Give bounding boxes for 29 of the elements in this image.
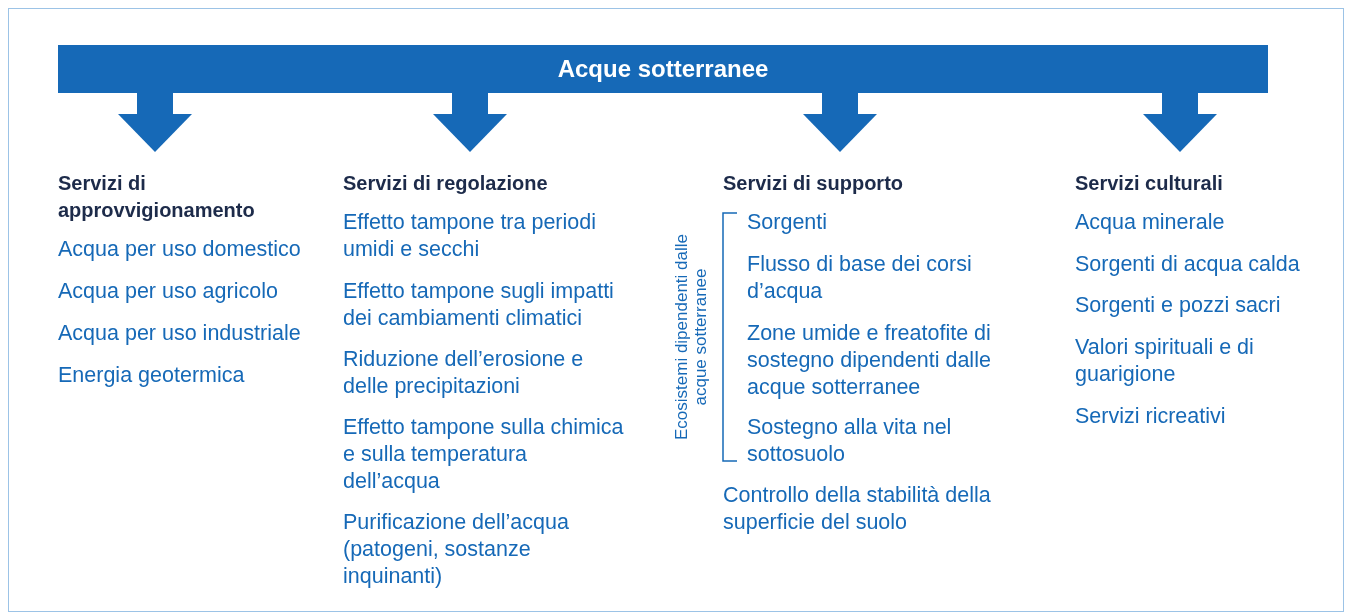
service-item: Effetto tampone sulla chimica e sulla temperatura dell’acqua: [343, 414, 625, 495]
service-item: Acqua per uso industriale: [58, 320, 302, 347]
block-arrow: [1143, 93, 1217, 152]
service-item: Servizi ricreativi: [1075, 403, 1227, 430]
column-heading: Servizi di supporto: [723, 170, 1003, 197]
column-heading: Servizi di regolazione: [343, 170, 623, 197]
service-item: Riduzione dell’erosione e delle precipitazioni: [343, 346, 585, 400]
service-item: Effetto tampone sugli impatti dei cambiamenti climatici: [343, 278, 615, 332]
service-item: Acqua per uso agricolo: [58, 278, 279, 305]
service-item: Sorgenti di acqua calda: [1075, 251, 1301, 278]
service-item: Valori spirituali e di guarigione: [1075, 334, 1255, 388]
service-item: Controllo della stabilità della superficie del suolo: [723, 482, 992, 536]
service-item: Purificazione dell’acqua (patogeni, sostanze inquinanti): [343, 509, 570, 590]
column-heading: Servizi culturali: [1075, 170, 1335, 197]
service-item: Sorgenti: [747, 209, 829, 236]
service-item: Acqua minerale: [1075, 209, 1226, 236]
block-arrow: [433, 93, 507, 152]
column-heading: Servizi di approvvigionamento: [58, 170, 288, 224]
service-item: Acqua per uso domestico: [58, 236, 302, 263]
service-item: Energia geotermica: [58, 362, 246, 389]
title-banner: Acque sotterranee: [58, 45, 1268, 93]
service-item: Sorgenti e pozzi sacri: [1075, 292, 1282, 319]
service-item: Effetto tampone tra periodi umidi e secchi: [343, 209, 597, 263]
block-arrow: [118, 93, 192, 152]
service-item: Zone umide e freatofite di sostegno dipendenti dalle acque sotterranee: [747, 320, 992, 401]
bracket-label: Ecosistemi dipendenti dalle acque sotterranee: [672, 233, 710, 442]
service-item: Flusso di base dei corsi d’acqua: [747, 251, 973, 305]
service-item: Sostegno alla vita nel sottosuolo: [747, 414, 953, 468]
block-arrow: [803, 93, 877, 152]
